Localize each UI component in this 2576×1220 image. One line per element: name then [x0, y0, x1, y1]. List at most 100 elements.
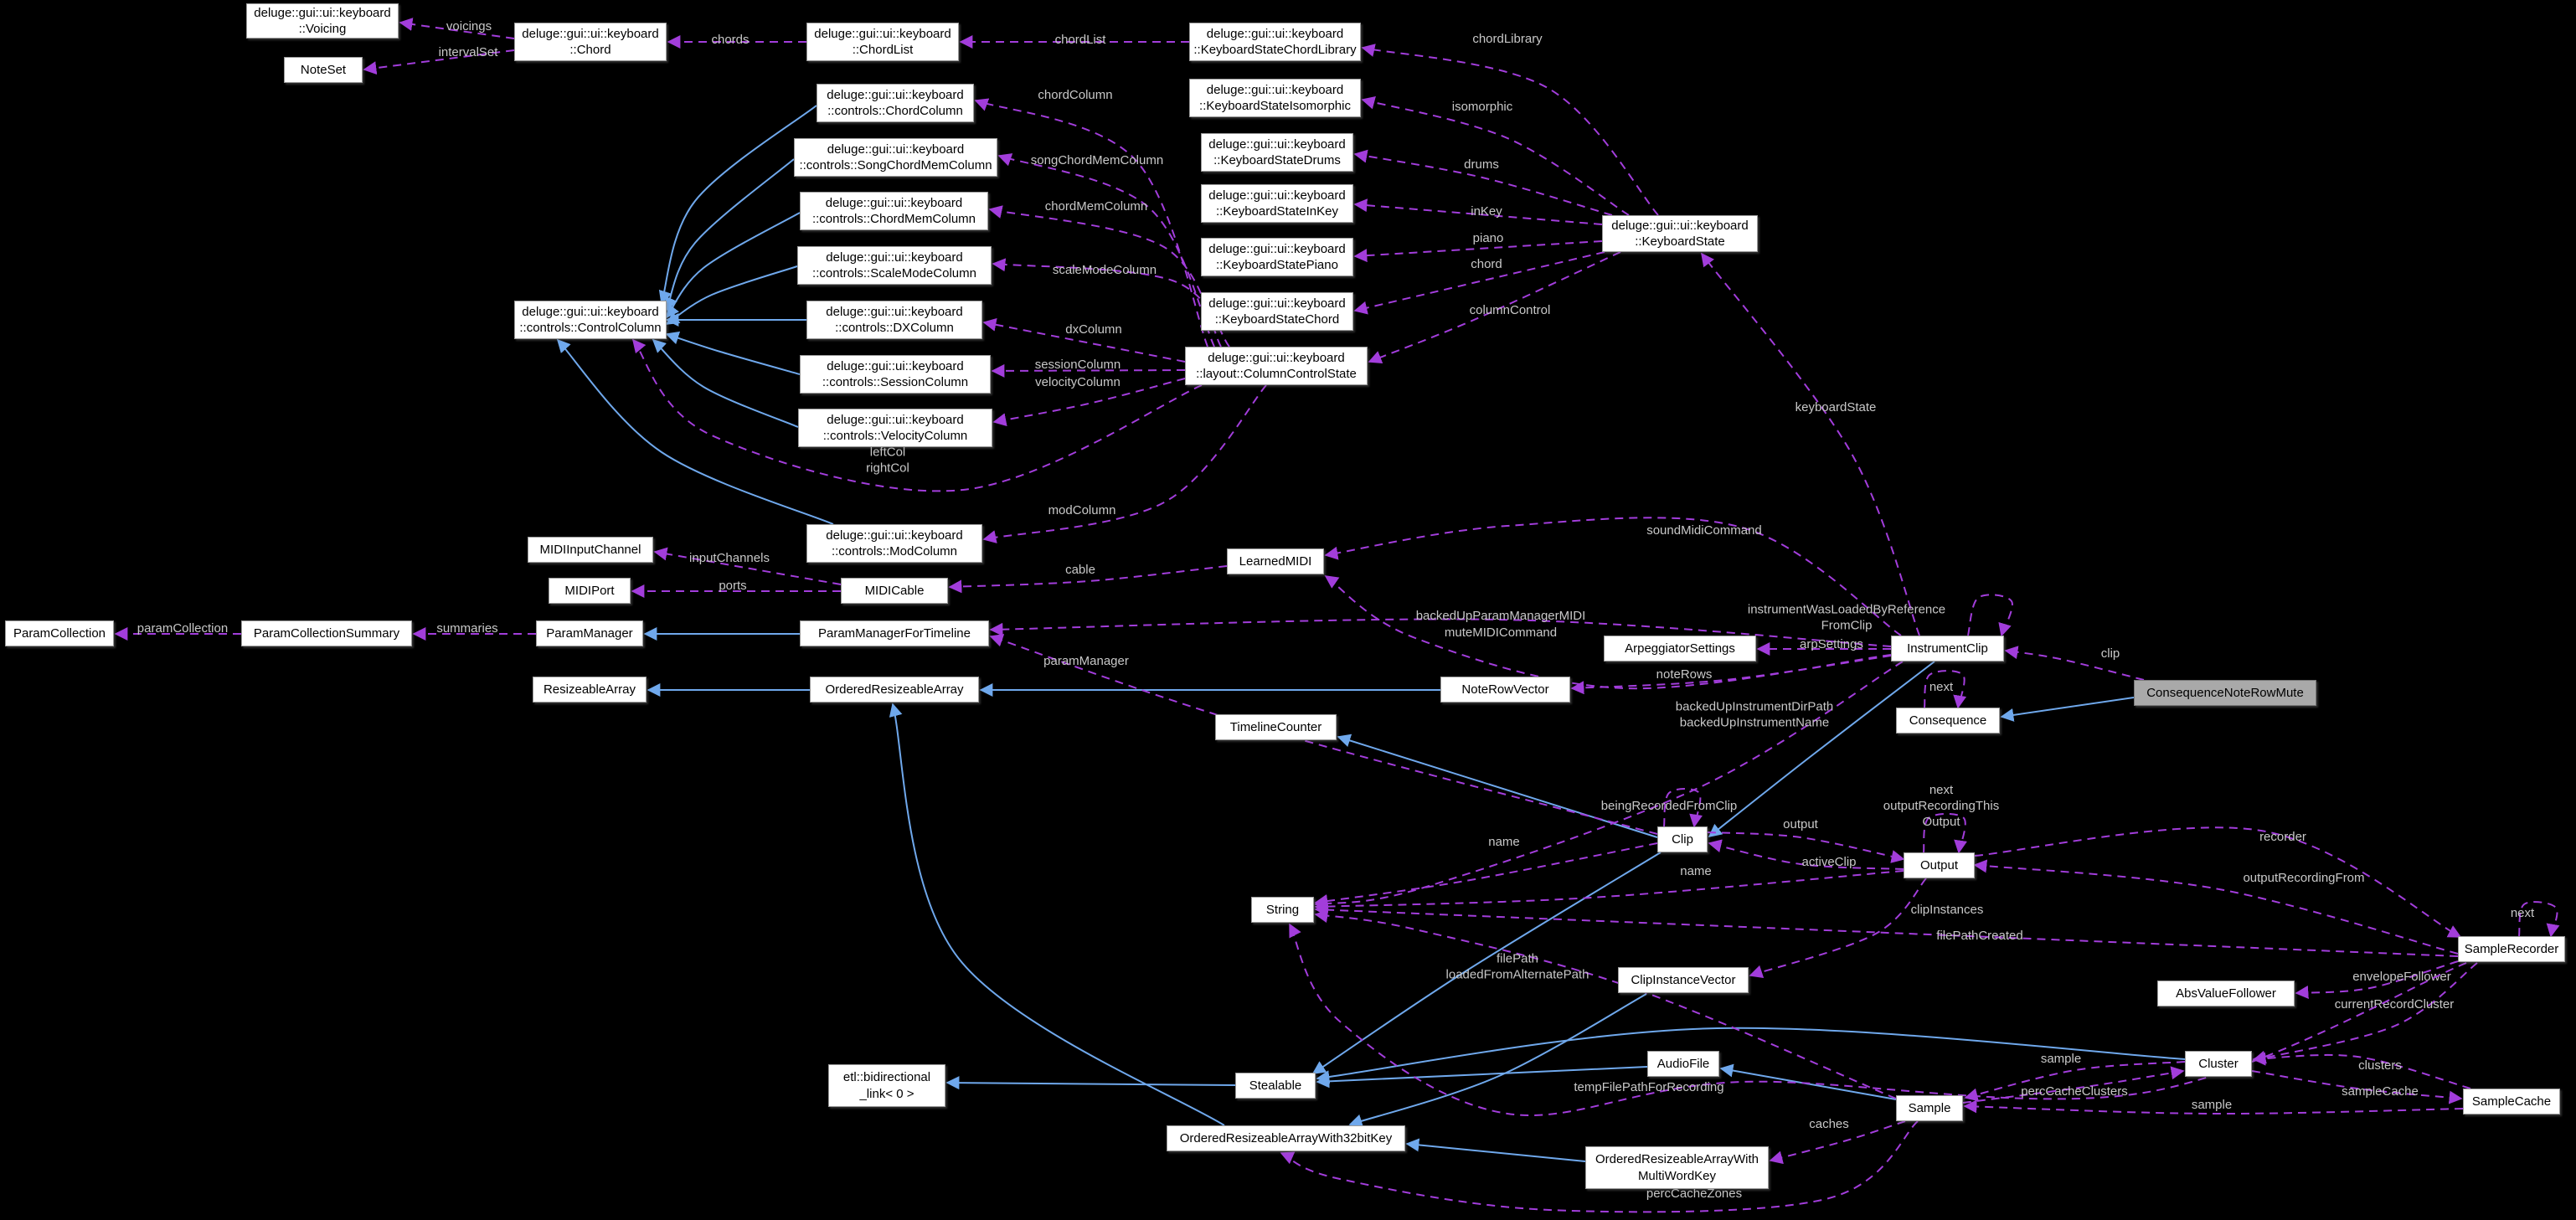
- edge-label-name: name: [1680, 864, 1712, 878]
- edge-label-columnControl: columnControl: [1470, 303, 1551, 317]
- node-kstate[interactable]: deluge::gui::ui::keyboard ::KeyboardStat…: [1602, 215, 1758, 252]
- node-ksdrums[interactable]: deluge::gui::ui::keyboard ::KeyboardStat…: [1201, 133, 1353, 172]
- edge-label-beingRecordedFromClip: beingRecordedFromClip: [1601, 799, 1738, 813]
- node-ordresizemwk[interactable]: OrderedResizeableArrayWith MultiWordKey: [1585, 1146, 1769, 1189]
- node-stealable[interactable]: Stealable: [1235, 1073, 1316, 1099]
- node-kschord[interactable]: deluge::gui::ui::keyboard ::KeyboardStat…: [1201, 292, 1353, 331]
- edge-label-chord: chord: [1471, 257, 1502, 271]
- node-chordlist[interactable]: deluge::gui::ui::keyboard ::ChordList: [806, 23, 959, 61]
- node-clip[interactable]: Clip: [1657, 826, 1708, 852]
- node-timelinecounter[interactable]: TimelineCounter: [1215, 714, 1337, 740]
- node-samplecache[interactable]: SampleCache: [2463, 1089, 2560, 1114]
- node-learnedmidi[interactable]: LearnedMIDI: [1227, 548, 1324, 574]
- node-chordmem[interactable]: deluge::gui::ui::keyboard ::controls::Ch…: [800, 192, 988, 230]
- node-paramcollection[interactable]: ParamCollection: [5, 620, 114, 646]
- node-songchordmem[interactable]: deluge::gui::ui::keyboard ::controls::So…: [794, 138, 997, 177]
- edge-instrumentclip-to-pmft: [989, 618, 1892, 647]
- edge-ccstate-to-scalemode: [992, 258, 1230, 347]
- node-pcsummary[interactable]: ParamCollectionSummary: [241, 620, 412, 646]
- node-parammanager[interactable]: ParamManager: [536, 620, 643, 646]
- edge-ccstate-to-dxcol: [982, 317, 1186, 363]
- edge-label-ports: ports: [719, 579, 746, 593]
- edge-label-envelopeFollower: envelopeFollower: [2352, 970, 2451, 984]
- edge-output-to-samplerecorder: [1974, 826, 2462, 938]
- edge-clip-to-stealable: [1311, 852, 1662, 1074]
- edge-output-to-clipinstvec: [1749, 878, 1927, 979]
- node-clipinstvec[interactable]: ClipInstanceVector: [1618, 967, 1749, 993]
- node-arpsettings[interactable]: ArpeggiatorSettings: [1604, 636, 1756, 661]
- node-consequence[interactable]: Consequence: [1896, 708, 2000, 734]
- node-ccstate[interactable]: deluge::gui::ui::keyboard ::layout::Colu…: [1185, 347, 1368, 385]
- node-resizeable[interactable]: ResizeableArray: [533, 677, 647, 703]
- node-instrumentclip[interactable]: InstrumentClip: [1891, 636, 2004, 661]
- node-absvalue[interactable]: AbsValueFollower: [2157, 981, 2295, 1006]
- edge-label-sampleCache: sampleCache: [2342, 1084, 2419, 1099]
- node-midiinput[interactable]: MIDIInputChannel: [528, 537, 653, 563]
- edge-velocitycol-to-controlcol: [652, 338, 799, 428]
- edge-label-scaleModeColumn: scaleModeColumn: [1053, 263, 1157, 277]
- edge-chordcol-to-controlcol: [658, 105, 817, 305]
- edge-kstate-to-kscl: [1361, 44, 1659, 216]
- edge-chord-to-voicing: [399, 18, 515, 39]
- node-velocitycol[interactable]: deluge::gui::ui::keyboard ::controls::Ve…: [798, 409, 992, 447]
- edge-label-chords: chords: [711, 33, 749, 47]
- edge-samplerecorder-to-output: [1973, 859, 2459, 955]
- edge-kstate-to-ksdrums: [1353, 149, 1613, 216]
- edge-clip-to-string: [1314, 842, 1658, 908]
- node-chordcol[interactable]: deluge::gui::ui::keyboard ::controls::Ch…: [817, 84, 974, 122]
- node-sessioncol[interactable]: deluge::gui::ui::keyboard ::controls::Se…: [800, 355, 991, 394]
- node-midiport[interactable]: MIDIPort: [549, 578, 631, 604]
- node-string[interactable]: String: [1251, 897, 1314, 923]
- edge-label-tempFilePathForRecording: tempFilePathForRecording: [1574, 1080, 1723, 1094]
- node-cnrm[interactable]: ConsequenceNoteRowMute: [2134, 680, 2316, 706]
- edge-audiofile-to-stealable: [1316, 1066, 1648, 1089]
- edge-label-isomorphic: isomorphic: [1452, 100, 1513, 114]
- node-noteset[interactable]: NoteSet: [284, 57, 363, 83]
- node-samplerecorder[interactable]: SampleRecorder: [2458, 936, 2565, 962]
- edge-samplecache-to-sample: [1963, 1099, 2464, 1115]
- node-pmft[interactable]: ParamManagerForTimeline: [800, 620, 989, 646]
- node-ordresize32[interactable]: OrderedResizeableArrayWith32bitKey: [1167, 1125, 1405, 1151]
- node-midicable[interactable]: MIDICable: [841, 578, 948, 604]
- edge-label-output: output: [1783, 817, 1819, 831]
- edge-cluster-to-stealable: [1316, 1027, 2186, 1084]
- edge-label-clusters: clusters: [2358, 1058, 2402, 1073]
- node-kspiano[interactable]: deluge::gui::ui::keyboard ::KeyboardStat…: [1201, 238, 1353, 276]
- edge-stealable-to-etllink: [945, 1076, 1236, 1090]
- edge-ordresizemwk-to-ordresize32: [1405, 1138, 1586, 1162]
- node-scalemode[interactable]: deluge::gui::ui::keyboard ::controls::Sc…: [797, 246, 992, 285]
- node-kscl[interactable]: deluge::gui::ui::keyboard ::KeyboardStat…: [1189, 23, 1361, 61]
- node-output[interactable]: Output: [1904, 852, 1975, 878]
- node-voicing[interactable]: deluge::gui::ui::keyboard ::Voicing: [246, 3, 399, 39]
- edge-learnedmidi-to-midicable: [948, 565, 1228, 594]
- node-ksiso[interactable]: deluge::gui::ui::keyboard ::KeyboardStat…: [1189, 79, 1361, 117]
- edge-label-intervalSet: intervalSet: [439, 45, 499, 59]
- edge-kstate-to-ksinkey: [1353, 198, 1603, 225]
- edge-label-voicings: voicings: [446, 19, 492, 33]
- edge-chord-to-noteset: [363, 49, 515, 75]
- node-sample[interactable]: Sample: [1896, 1095, 1963, 1121]
- node-etllink[interactable]: etl::bidirectional _link< 0 >: [828, 1064, 945, 1107]
- node-controlcol[interactable]: deluge::gui::ui::keyboard ::controls::Co…: [514, 301, 667, 339]
- edge-ccstate-to-modcol: [982, 384, 1267, 543]
- node-cluster[interactable]: Cluster: [2185, 1051, 2252, 1077]
- edge-label-filePathCreated: filePathCreated: [1936, 929, 2022, 943]
- edge-sample-to-ordresize32: [1280, 1120, 1919, 1213]
- node-ordresize[interactable]: OrderedResizeableArray: [810, 677, 979, 703]
- node-chord[interactable]: deluge::gui::ui::keyboard ::Chord: [514, 23, 667, 61]
- edge-samplerecorder-to-absvalue: [2295, 960, 2459, 1000]
- edge-label-clip: clip: [2101, 646, 2120, 661]
- edge-label-chordLibrary: chordLibrary: [1472, 32, 1543, 46]
- node-ksinkey[interactable]: deluge::gui::ui::keyboard ::KeyboardStat…: [1201, 184, 1353, 223]
- edge-label-drums: drums: [1464, 157, 1499, 172]
- node-dxcol[interactable]: deluge::gui::ui::keyboard ::controls::DX…: [806, 301, 982, 339]
- node-noterowvec[interactable]: NoteRowVector: [1440, 677, 1570, 703]
- edge-cnrm-to-instrumentclip: [2004, 646, 2145, 681]
- edge-label-percCacheClusters: percCacheClusters: [2021, 1084, 2128, 1099]
- node-modcol[interactable]: deluge::gui::ui::keyboard ::controls::Mo…: [806, 524, 982, 563]
- node-audiofile[interactable]: AudioFile: [1647, 1051, 1719, 1077]
- edge-label-chordColumn: chordColumn: [1038, 88, 1112, 102]
